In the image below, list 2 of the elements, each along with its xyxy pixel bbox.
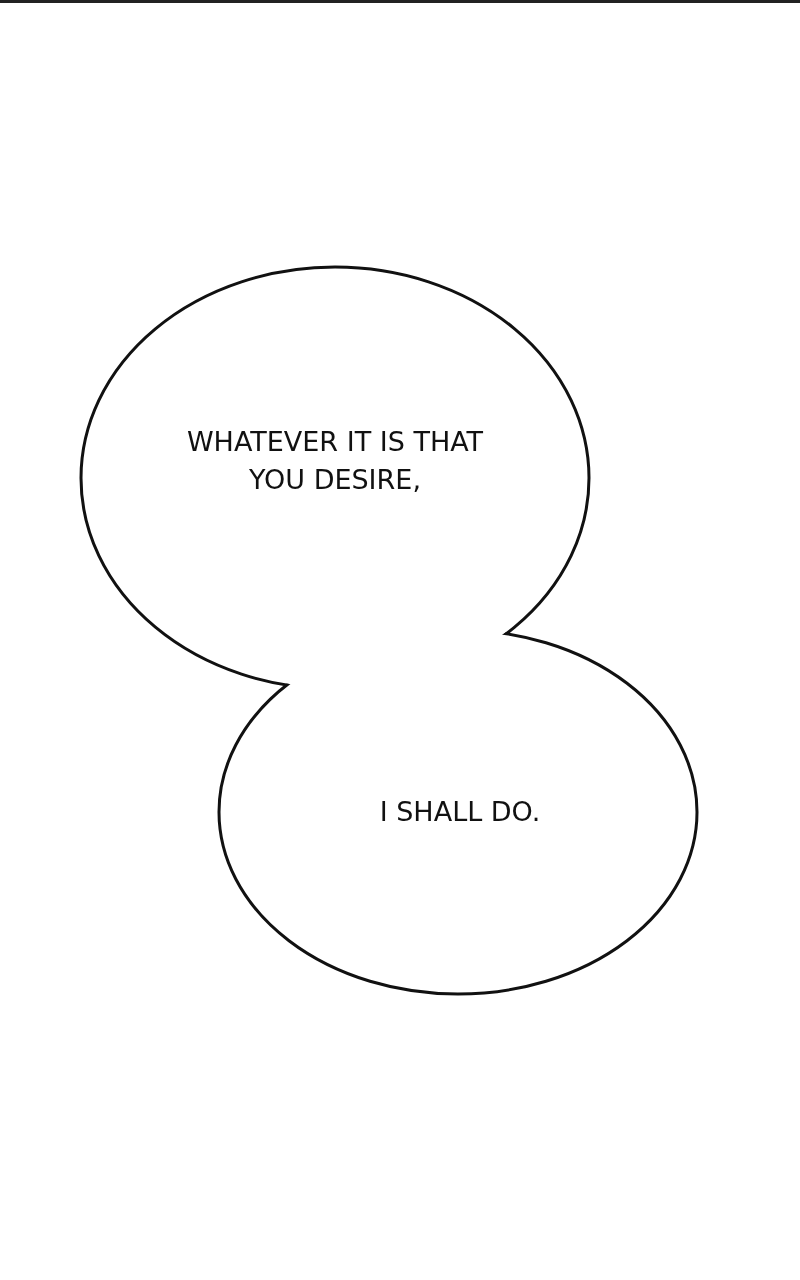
speech-text: WHATEVER IT IS THAT YOU DESIRE, (185, 425, 485, 497)
speech-text: I SHALL DO. (378, 795, 542, 829)
